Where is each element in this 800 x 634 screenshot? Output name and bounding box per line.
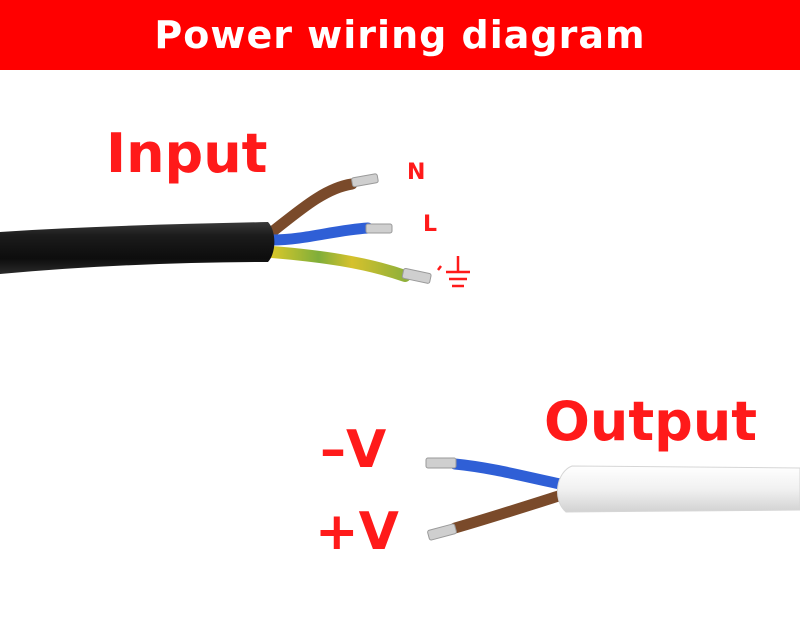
yellow-green-wire-ground <box>266 246 411 282</box>
copper-tip-negative <box>425 457 457 469</box>
title-banner: Power wiring diagram <box>0 0 800 70</box>
input-cable <box>0 173 432 284</box>
brown-wire-n <box>266 178 358 238</box>
terminal-positive-label: +V <box>315 502 399 562</box>
copper-tip-n <box>351 173 379 188</box>
output-label: Output <box>544 390 758 453</box>
input-label: Input <box>106 122 268 185</box>
terminal-n-label: N <box>407 160 426 185</box>
terminal-l-label: L <box>423 212 438 237</box>
blue-wire-l <box>266 222 374 246</box>
brown-wire-positive <box>449 488 571 534</box>
white-sheath <box>557 465 800 513</box>
copper-tip-positive <box>427 523 457 541</box>
copper-tip-ground <box>401 267 432 284</box>
page-title: Power wiring diagram <box>154 13 646 57</box>
ground-icon <box>437 256 470 288</box>
copper-tip-l <box>365 223 393 234</box>
terminal-negative-label: –V <box>320 420 387 480</box>
blue-wire-negative <box>449 458 571 491</box>
output-cable <box>425 457 800 541</box>
black-sheath <box>0 222 275 274</box>
